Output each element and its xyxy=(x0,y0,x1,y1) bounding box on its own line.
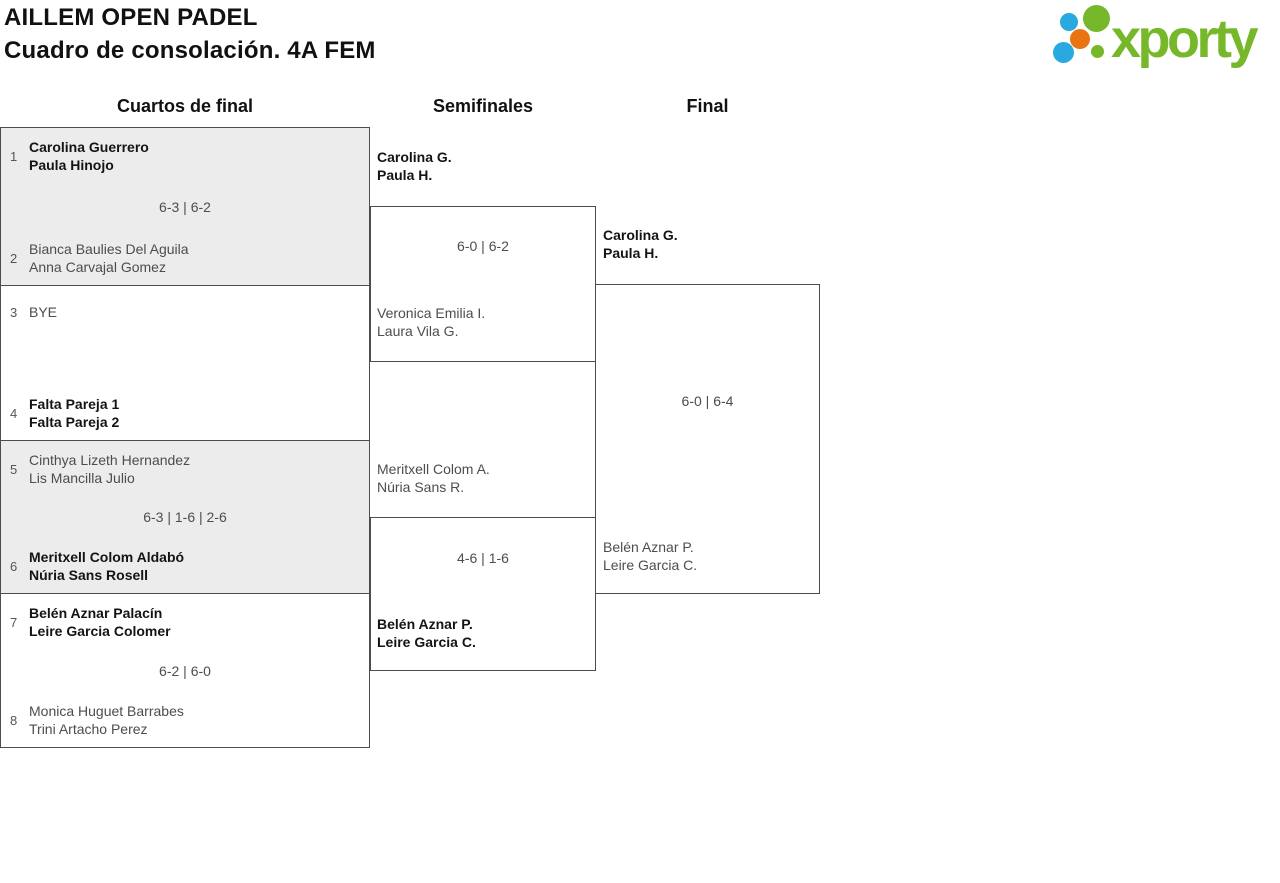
logo-dot-blue-large-icon xyxy=(1053,42,1074,63)
player-name: BYE xyxy=(29,304,58,320)
player-name: Carolina Guerrero xyxy=(29,139,149,155)
match-score: 6-0 | 6-4 xyxy=(681,393,734,409)
seed-number: 4 xyxy=(10,405,18,421)
player-name: Bianca Baulies Del Aguila xyxy=(29,241,189,257)
quarterfinals-column: 1 Carolina Guerrero Paula Hinojo 6-3 | 6… xyxy=(0,127,370,748)
player-name: Leire Garcia C. xyxy=(603,557,698,573)
team-names: Meritxell Colom A. Núria Sans R. xyxy=(377,460,490,496)
xporty-wordmark: xporty xyxy=(1111,9,1259,69)
tournament-title: AILLEM OPEN PADEL xyxy=(4,4,258,31)
seed-number: 8 xyxy=(10,712,18,728)
qf-match-2: 3 BYE 4 Falta Pareja 1 Falta Pareja 2 xyxy=(1,285,369,440)
sf-match-2-box xyxy=(370,517,596,671)
match-score: 4-6 | 1-6 xyxy=(457,550,509,566)
team-slot: 3 BYE xyxy=(10,303,57,321)
team-names: Monica Huguet Barrabes Trini Artacho Per… xyxy=(29,702,184,738)
round-header-semifinales: Semifinales xyxy=(432,96,534,116)
match-score: 6-0 | 6-2 xyxy=(457,238,509,254)
team-slot: 2 Bianca Baulies Del Aguila Anna Carvaja… xyxy=(10,240,189,276)
player-name: Falta Pareja 1 xyxy=(29,396,120,412)
player-name: Anna Carvajal Gomez xyxy=(29,259,166,275)
player-name: Veronica Emilia I. xyxy=(377,305,486,321)
qf-match-4: 7 Belén Aznar Palacín Leire Garcia Colom… xyxy=(1,593,369,747)
team-slot: 4 Falta Pareja 1 Falta Pareja 2 xyxy=(10,395,119,431)
player-name: Núria Sans R. xyxy=(377,479,465,495)
round-header-cuartos: Cuartos de final xyxy=(116,96,254,116)
seed-number: 1 xyxy=(10,148,18,164)
player-name: Belén Aznar Palacín xyxy=(29,605,163,621)
team-names: Carolina Guerrero Paula Hinojo xyxy=(29,138,149,174)
team-names: Falta Pareja 1 Falta Pareja 2 xyxy=(29,395,119,431)
team-names: Belén Aznar Palacín Leire Garcia Colomer xyxy=(29,604,171,640)
logo-dot-green-small-icon xyxy=(1091,45,1104,58)
team-names: Carolina G. Paula H. xyxy=(377,148,452,184)
match-score: 6-2 | 6-0 xyxy=(159,662,211,679)
final-match-box xyxy=(595,284,820,594)
team-slot: 1 Carolina Guerrero Paula Hinojo xyxy=(10,138,149,174)
team-names: BYE xyxy=(29,303,57,321)
player-name: Carolina G. xyxy=(603,227,678,243)
player-name: Leire Garcia Colomer xyxy=(29,623,171,639)
seed-number: 7 xyxy=(10,614,18,630)
team-slot: 8 Monica Huguet Barrabes Trini Artacho P… xyxy=(10,702,184,738)
player-name: Cinthya Lizeth Hernandez xyxy=(29,452,191,468)
player-name: Laura Vila G. xyxy=(377,323,459,339)
match-score: 6-3 | 6-2 xyxy=(159,198,211,215)
logo-dot-blue-small-icon xyxy=(1060,13,1078,31)
team-slot: 7 Belén Aznar Palacín Leire Garcia Colom… xyxy=(10,604,171,640)
xporty-logo[interactable]: xporty xyxy=(1045,0,1280,70)
qf-match-3: 5 Cinthya Lizeth Hernandez Lis Mancilla … xyxy=(1,440,369,593)
team-names: Meritxell Colom Aldabó Núria Sans Rosell xyxy=(29,548,184,584)
team-names: Cinthya Lizeth Hernandez Lis Mancilla Ju… xyxy=(29,451,190,487)
player-name: Meritxell Colom A. xyxy=(377,461,490,477)
logo-dot-orange-icon xyxy=(1070,29,1090,49)
team-names: Veronica Emilia I. Laura Vila G. xyxy=(377,304,485,340)
team-slot: 5 Cinthya Lizeth Hernandez Lis Mancilla … xyxy=(10,451,190,487)
player-name: Monica Huguet Barrabes xyxy=(29,703,184,719)
player-name: Carolina G. xyxy=(377,149,452,165)
team-names: Belén Aznar P. Leire Garcia C. xyxy=(603,538,697,574)
seed-number: 5 xyxy=(10,461,18,477)
player-name: Paula H. xyxy=(603,245,659,261)
player-name: Falta Pareja 2 xyxy=(29,414,120,430)
player-name: Paula H. xyxy=(377,167,433,183)
team-names: Bianca Baulies Del Aguila Anna Carvajal … xyxy=(29,240,189,276)
player-name: Belén Aznar P. xyxy=(603,539,694,555)
player-name: Leire Garcia C. xyxy=(377,634,476,650)
qf-match-1: 1 Carolina Guerrero Paula Hinojo 6-3 | 6… xyxy=(1,128,369,285)
seed-number: 6 xyxy=(10,558,18,574)
player-name: Núria Sans Rosell xyxy=(29,567,149,583)
team-names: Belén Aznar P. Leire Garcia C. xyxy=(377,615,476,651)
player-name: Trini Artacho Perez xyxy=(29,721,148,737)
logo-dot-green-large-icon xyxy=(1083,5,1110,32)
match-score: 6-3 | 1-6 | 2-6 xyxy=(143,509,227,525)
player-name: Lis Mancilla Julio xyxy=(29,470,135,486)
seed-number: 3 xyxy=(10,304,18,320)
seed-number: 2 xyxy=(10,250,18,266)
player-name: Meritxell Colom Aldabó xyxy=(29,549,185,565)
round-header-final: Final xyxy=(686,96,729,116)
team-names: Carolina G. Paula H. xyxy=(603,226,678,262)
player-name: Paula Hinojo xyxy=(29,157,114,173)
bracket-subtitle: Cuadro de consolación. 4A FEM xyxy=(4,37,376,64)
player-name: Belén Aznar P. xyxy=(377,616,473,632)
team-slot: 6 Meritxell Colom Aldabó Núria Sans Rose… xyxy=(10,548,184,584)
